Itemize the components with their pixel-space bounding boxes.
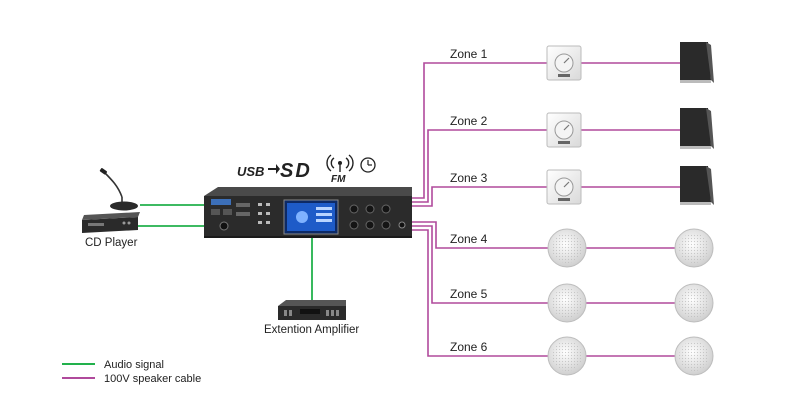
fm-label: FM	[331, 174, 346, 185]
zone-1-label: Zone 1	[450, 47, 488, 61]
microphone-icon	[99, 168, 138, 211]
sd-logo-text: SD	[280, 160, 312, 182]
legend-audio-label: Audio signal	[104, 359, 164, 371]
ceiling-speaker-zone-5-a	[547, 283, 587, 323]
ceiling-speaker-zone-6-a	[547, 336, 587, 376]
ceiling-speaker-zone-5-b	[674, 283, 714, 323]
cable-zone-3	[412, 186, 680, 207]
ceiling-speaker-zone-6-b	[674, 336, 714, 376]
audio-cables	[135, 204, 313, 302]
sd-logo-icon: SD	[280, 160, 312, 182]
wall-speaker-zone-2	[680, 108, 714, 149]
mixer-amplifier	[204, 187, 412, 238]
legend-cable-label: 100V speaker cable	[104, 373, 201, 385]
zone-5-label: Zone 5	[450, 287, 488, 301]
volume-control-zone-3	[546, 169, 582, 205]
zone-3-label: Zone 3	[450, 171, 488, 185]
fm-radio-icon: FM	[326, 154, 354, 185]
usb-logo-icon: USB	[237, 164, 280, 179]
usb-logo-text: USB	[237, 164, 264, 179]
wall-speaker-zone-1	[680, 42, 714, 83]
wall-speaker-zone-3	[680, 166, 714, 205]
cd-player-icon	[82, 212, 140, 233]
volume-control-zone-1	[546, 45, 582, 81]
cd-player-label: CD Player	[85, 237, 138, 249]
clock-timer-icon	[360, 157, 376, 173]
cable-zone-2	[412, 129, 680, 203]
legend: Audio signal 100V speaker cable	[62, 359, 201, 385]
ceiling-speaker-zone-4-b	[674, 228, 714, 268]
zone-4-label: Zone 4	[450, 232, 488, 246]
ceiling-speaker-zone-4-a	[547, 228, 587, 268]
zone-2-label: Zone 2	[450, 114, 488, 128]
zone-6-label: Zone 6	[450, 340, 488, 354]
volume-control-zone-2	[546, 112, 582, 148]
extension-amplifier-label: Extention Amplifier	[264, 324, 359, 336]
extension-amplifier-icon	[278, 300, 346, 320]
